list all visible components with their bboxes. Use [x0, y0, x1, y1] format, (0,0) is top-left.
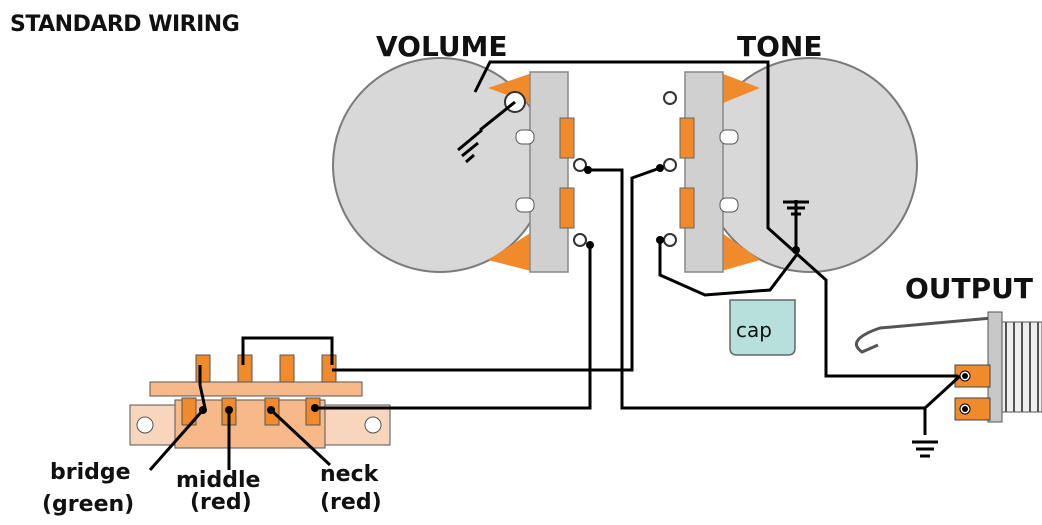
bridge-wire-color: (green): [42, 492, 135, 517]
tone-label: TONE: [737, 30, 823, 63]
capacitor: [729, 299, 796, 356]
pickup-switch: [129, 354, 391, 449]
output-jack: [855, 311, 1042, 423]
neck-wire-label: neck: [320, 462, 379, 487]
tone-pot: [663, 57, 918, 273]
output-label: OUTPUT: [905, 272, 1033, 305]
wires: [148, 60, 962, 471]
cap-label: cap: [736, 318, 772, 342]
bridge-wire-label: bridge: [50, 460, 131, 485]
diagram-title: STANDARD WIRING: [10, 12, 240, 37]
middle-wire-label: middle: [176, 468, 261, 493]
neck-wire-color: (red): [320, 490, 382, 515]
volume-pot: [332, 57, 587, 273]
solder-points: [199, 164, 968, 414]
ground-symbols: [457, 128, 938, 458]
middle-wire-color: (red): [190, 490, 252, 515]
volume-label: VOLUME: [376, 30, 508, 63]
